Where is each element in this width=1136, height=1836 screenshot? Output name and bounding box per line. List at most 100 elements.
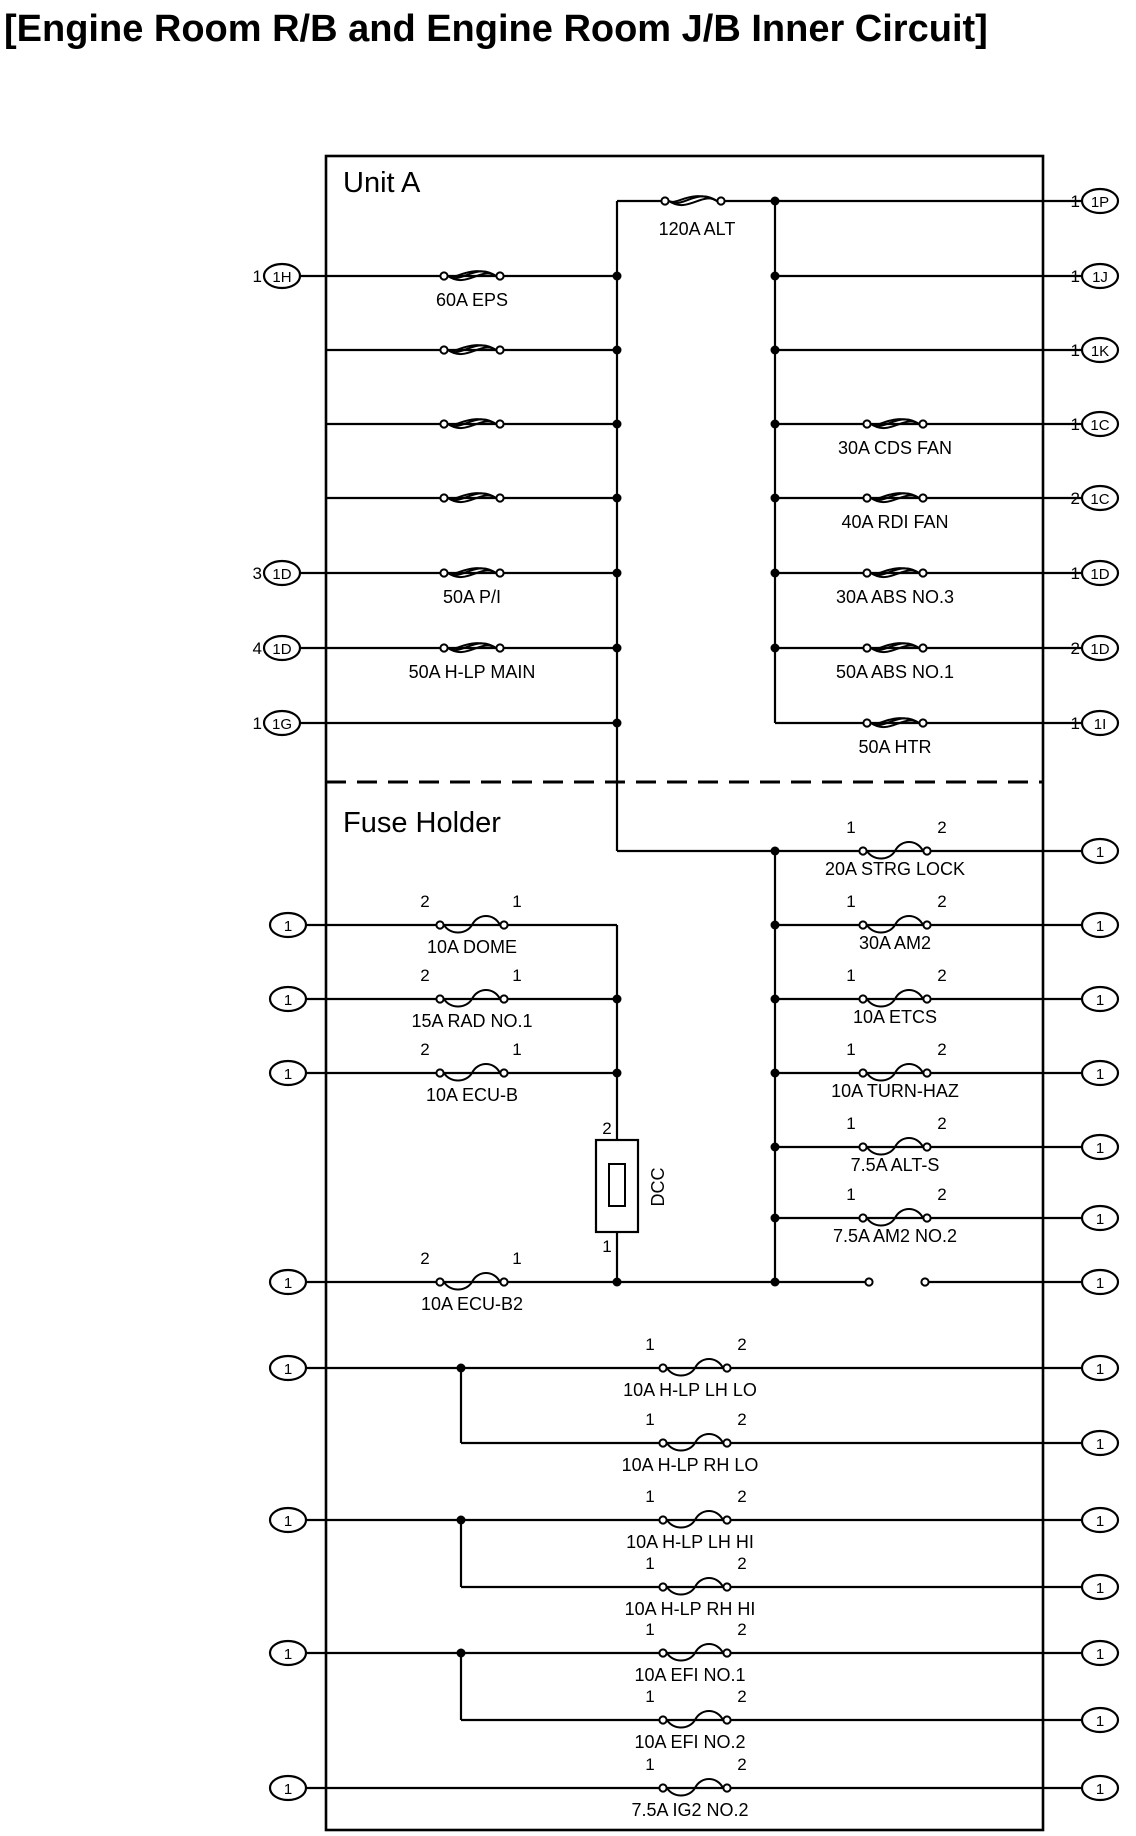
connector: 1D4 <box>253 634 302 662</box>
connector-id: 1 <box>1096 1580 1104 1597</box>
blade-fuse <box>435 1063 509 1082</box>
fuse-terminal <box>858 1213 868 1223</box>
connector-id: 1C <box>1090 417 1109 434</box>
connector-id: 1 <box>1096 1275 1104 1292</box>
connector: 1 <box>1080 1354 1120 1382</box>
fuse-label: 50A P/I <box>443 587 501 607</box>
connector: 1 <box>1080 1429 1120 1457</box>
blade-fuse <box>858 841 932 860</box>
connector-pin-number: 4 <box>253 639 262 658</box>
connector-id: 1D <box>1090 566 1109 583</box>
fuse-label: 10A H-LP LH HI <box>626 1532 754 1552</box>
connector-circle <box>1080 1133 1120 1161</box>
fuse-terminal <box>499 1068 509 1078</box>
blade-fuse <box>658 1643 732 1662</box>
fuse-pin-1: 1 <box>512 1249 521 1268</box>
fuse-label: 15A RAD NO.1 <box>411 1011 532 1031</box>
junction-dot <box>770 643 780 653</box>
fuse-pin-2: 2 <box>937 1040 946 1059</box>
fuse-label: 7.5A ALT-S <box>851 1155 940 1175</box>
junction-dot <box>770 994 780 1004</box>
fuse-terminal <box>722 1648 732 1658</box>
fuse-element <box>447 418 497 426</box>
fuse-terminal <box>439 345 449 355</box>
connector-id: 1 <box>1096 992 1104 1009</box>
fuse-element <box>870 717 920 725</box>
connector-id: 1 <box>1096 1646 1104 1663</box>
fuse-element <box>447 567 497 575</box>
connector-id: 1 <box>284 1781 292 1798</box>
fuse-pin-2: 2 <box>420 1040 429 1059</box>
connector-id: 1 <box>1096 1436 1104 1453</box>
fuse-terminal <box>858 846 868 856</box>
fuse-pin-1: 1 <box>512 1040 521 1059</box>
connector-circle <box>1080 985 1120 1013</box>
fuse-terminal <box>918 718 928 728</box>
fuse-element <box>870 418 920 426</box>
fuse-pin-1: 1 <box>645 1410 654 1429</box>
connector: 1J1 <box>1071 262 1120 290</box>
junction-dot <box>612 419 622 429</box>
connector-id: 1 <box>1096 1513 1104 1530</box>
fuse-pin-2: 2 <box>420 892 429 911</box>
blade-fuse <box>858 1137 932 1156</box>
fuse-pin-2: 2 <box>737 1487 746 1506</box>
connector-circle <box>1080 484 1120 512</box>
connector: 1 <box>1080 837 1120 865</box>
dcc-pin-1: 1 <box>602 1237 611 1256</box>
connector-pin-number: 1 <box>1071 192 1080 211</box>
connector-id: 1 <box>1096 1211 1104 1228</box>
fuse-element <box>443 1272 501 1291</box>
fuse-terminal <box>922 846 932 856</box>
junction-dot <box>770 419 780 429</box>
fuse-label: 10A H-LP RH LO <box>622 1455 759 1475</box>
fuse-terminal <box>722 1783 732 1793</box>
fuse-label-alt: 120A ALT <box>659 219 736 239</box>
fuse-terminal <box>722 1438 732 1448</box>
connector-circle <box>262 709 302 737</box>
fuse-pin-1: 1 <box>645 1554 654 1573</box>
fuse-pin-2: 2 <box>937 892 946 911</box>
fuse-terminal <box>858 994 868 1004</box>
fuse-terminal <box>658 1582 668 1592</box>
fusible-link <box>439 344 505 356</box>
fuse-element <box>666 1358 724 1377</box>
section-title-unit-a: Unit A <box>343 167 421 199</box>
open-terminal <box>920 1277 930 1287</box>
connector-id: 1 <box>284 918 292 935</box>
fuse-element <box>666 1778 724 1797</box>
connector: 1 <box>1080 1133 1120 1161</box>
fuse-element <box>443 1063 501 1082</box>
fuse-terminal <box>658 1438 668 1448</box>
connector: 1D 1 <box>1071 559 1120 587</box>
fuse-element <box>866 915 924 934</box>
connector-id: 1D <box>272 566 291 583</box>
connector-pin-number: 2 <box>1071 639 1080 658</box>
fuse-element <box>447 270 497 278</box>
fuse-pin-2: 2 <box>737 1410 746 1429</box>
connector: 1K1 <box>1071 336 1120 364</box>
blade-fuse <box>858 915 932 934</box>
fuse-terminal <box>862 493 872 503</box>
connector-id: 1I <box>1094 716 1107 733</box>
connector: 1 <box>268 1354 308 1382</box>
fuse-label: 10A ETCS <box>853 1007 937 1027</box>
connector-circle <box>1080 1204 1120 1232</box>
fuse-pin-2: 2 <box>737 1335 746 1354</box>
fuse-terminal <box>722 1582 732 1592</box>
connector-id: 1 <box>1096 1781 1104 1798</box>
connector: 1 <box>268 1268 308 1296</box>
section-title-fuse-holder: Fuse Holder <box>343 807 501 839</box>
fuse-terminal <box>495 568 505 578</box>
fusible-link <box>439 567 505 579</box>
fuse-element <box>666 1433 724 1452</box>
fuse-label: 60A EPS <box>436 290 508 310</box>
connector-pin-number: 1 <box>1071 564 1080 583</box>
fuse-terminal <box>658 1715 668 1725</box>
connector-circle <box>268 911 308 939</box>
fuse-terminal <box>858 1142 868 1152</box>
fuse-element <box>443 989 501 1008</box>
connectors: 1H11D31D41G11P11J11K11C11C21D11D21I11111… <box>253 187 1120 1802</box>
connector-circle <box>1080 187 1120 215</box>
